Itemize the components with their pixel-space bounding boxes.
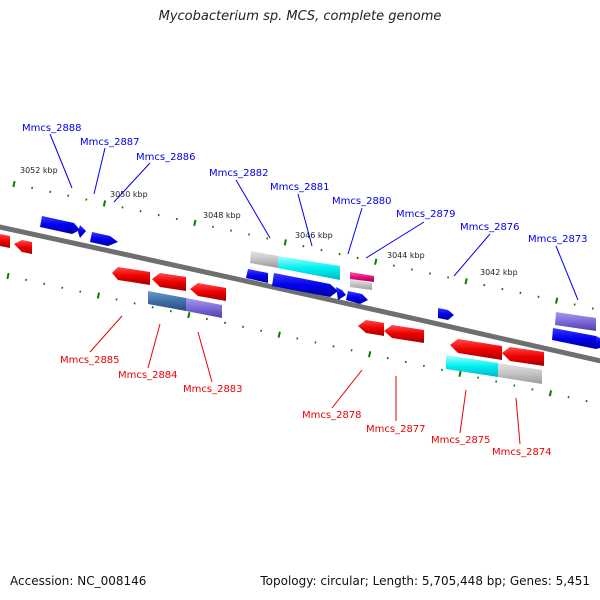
minus-strand-genes (0, 234, 544, 384)
minor-tick (211, 225, 214, 228)
gene-label[interactable]: Mmcs_2885 (60, 355, 120, 366)
major-tick (368, 351, 372, 358)
gene-arrow[interactable] (502, 347, 544, 366)
gene-label[interactable]: Mmcs_2879 (396, 209, 456, 220)
ruler-ticks-lower (6, 272, 588, 403)
gene-arrow[interactable] (450, 339, 502, 360)
gene-label[interactable]: Mmcs_2884 (118, 370, 178, 381)
gene-arrow[interactable] (246, 269, 268, 283)
plus-strand-labels: Mmcs_2888 Mmcs_2887 Mmcs_2886 Mmcs_2882 … (22, 123, 588, 245)
ruler-label: 3050 kbp (110, 190, 148, 199)
gene-arrow[interactable] (0, 234, 10, 248)
minor-tick (67, 194, 70, 197)
ruler-labels: 3052 kbp 3050 kbp 3048 kbp 3046 kbp 3044… (20, 166, 518, 277)
gene-arrow[interactable] (90, 232, 118, 246)
gene-arrow[interactable] (358, 320, 384, 336)
ruler-label: 3044 kbp (387, 251, 425, 260)
gene-arrow[interactable] (552, 328, 596, 349)
major-tick (458, 370, 462, 377)
minor-tick (567, 396, 570, 399)
gene-arrow[interactable] (40, 216, 80, 234)
gene-label[interactable]: Mmcs_2887 (80, 137, 140, 148)
gene-label[interactable]: Mmcs_2888 (22, 123, 82, 134)
major-tick (555, 297, 559, 304)
feature-box (250, 251, 278, 268)
minus-leader-lines (89, 315, 521, 445)
gene-arrow[interactable] (78, 225, 86, 238)
major-tick (6, 272, 10, 280)
major-tick (374, 258, 378, 265)
gene-arrow[interactable] (346, 291, 368, 304)
feature-box (278, 256, 340, 280)
feature-box (350, 279, 372, 290)
topology-text: Topology: circular; Length: 5,705,448 bp… (260, 574, 590, 588)
minor-tick (260, 329, 263, 332)
map-title: Mycobacterium sp. MCS, complete genome (158, 9, 442, 24)
feature-box (350, 272, 374, 282)
major-tick (96, 292, 100, 299)
gene-label[interactable]: Mmcs_2874 (492, 447, 552, 458)
ruler-ticks-upper (12, 180, 594, 310)
minor-tick (151, 306, 154, 309)
minor-tick (61, 286, 64, 289)
ruler-label: 3046 kbp (295, 231, 333, 240)
major-tick (464, 278, 468, 285)
minus-strand-labels: Mmcs_2885 Mmcs_2884 Mmcs_2883 Mmcs_2878 … (60, 355, 552, 458)
gene-label[interactable]: Mmcs_2873 (528, 234, 588, 245)
gene-label[interactable]: Mmcs_2878 (302, 410, 362, 421)
gene-label[interactable]: Mmcs_2880 (332, 196, 392, 207)
gene-label[interactable]: Mmcs_2877 (366, 424, 426, 435)
ruler-label: 3052 kbp (20, 166, 58, 175)
gene-arrow[interactable] (272, 273, 338, 297)
gene-arrow[interactable] (14, 240, 32, 254)
plus-strand-genes (40, 216, 600, 349)
major-tick (283, 239, 287, 246)
ruler-label: 3042 kbp (480, 268, 518, 277)
feature-box (148, 291, 186, 311)
feature-box (446, 355, 498, 377)
minor-tick (350, 349, 353, 352)
gene-arrow[interactable] (190, 283, 226, 301)
gene-label[interactable]: Mmcs_2883 (183, 384, 243, 395)
gene-arrow[interactable] (596, 336, 600, 349)
gene-label[interactable]: Mmcs_2886 (136, 152, 196, 163)
accession-text: Accession: NC_008146 (10, 574, 147, 588)
minor-tick (483, 283, 486, 287)
gene-arrow[interactable] (336, 287, 346, 300)
major-tick (193, 219, 197, 227)
major-tick (12, 180, 16, 188)
gene-arrow[interactable] (384, 325, 424, 343)
major-tick (187, 311, 191, 319)
minor-tick (169, 310, 172, 313)
feature-box (186, 298, 222, 318)
gene-arrow[interactable] (112, 267, 150, 285)
gene-label[interactable]: Mmcs_2882 (209, 168, 269, 179)
feature-box (555, 312, 596, 331)
genome-backbone (0, 224, 600, 364)
gene-label[interactable]: Mmcs_2876 (460, 222, 520, 233)
major-tick (277, 331, 281, 338)
minor-tick (85, 198, 88, 201)
major-tick (548, 390, 553, 397)
gene-arrow[interactable] (438, 308, 454, 320)
minor-tick (356, 256, 359, 260)
plus-leader-lines (49, 133, 579, 301)
major-tick (102, 200, 107, 207)
gene-label[interactable]: Mmcs_2875 (431, 435, 491, 446)
ruler-label: 3048 kbp (203, 211, 241, 220)
feature-box (498, 363, 542, 384)
gene-label[interactable]: Mmcs_2881 (270, 182, 330, 193)
gene-arrow[interactable] (152, 273, 186, 291)
minor-tick (338, 252, 341, 256)
